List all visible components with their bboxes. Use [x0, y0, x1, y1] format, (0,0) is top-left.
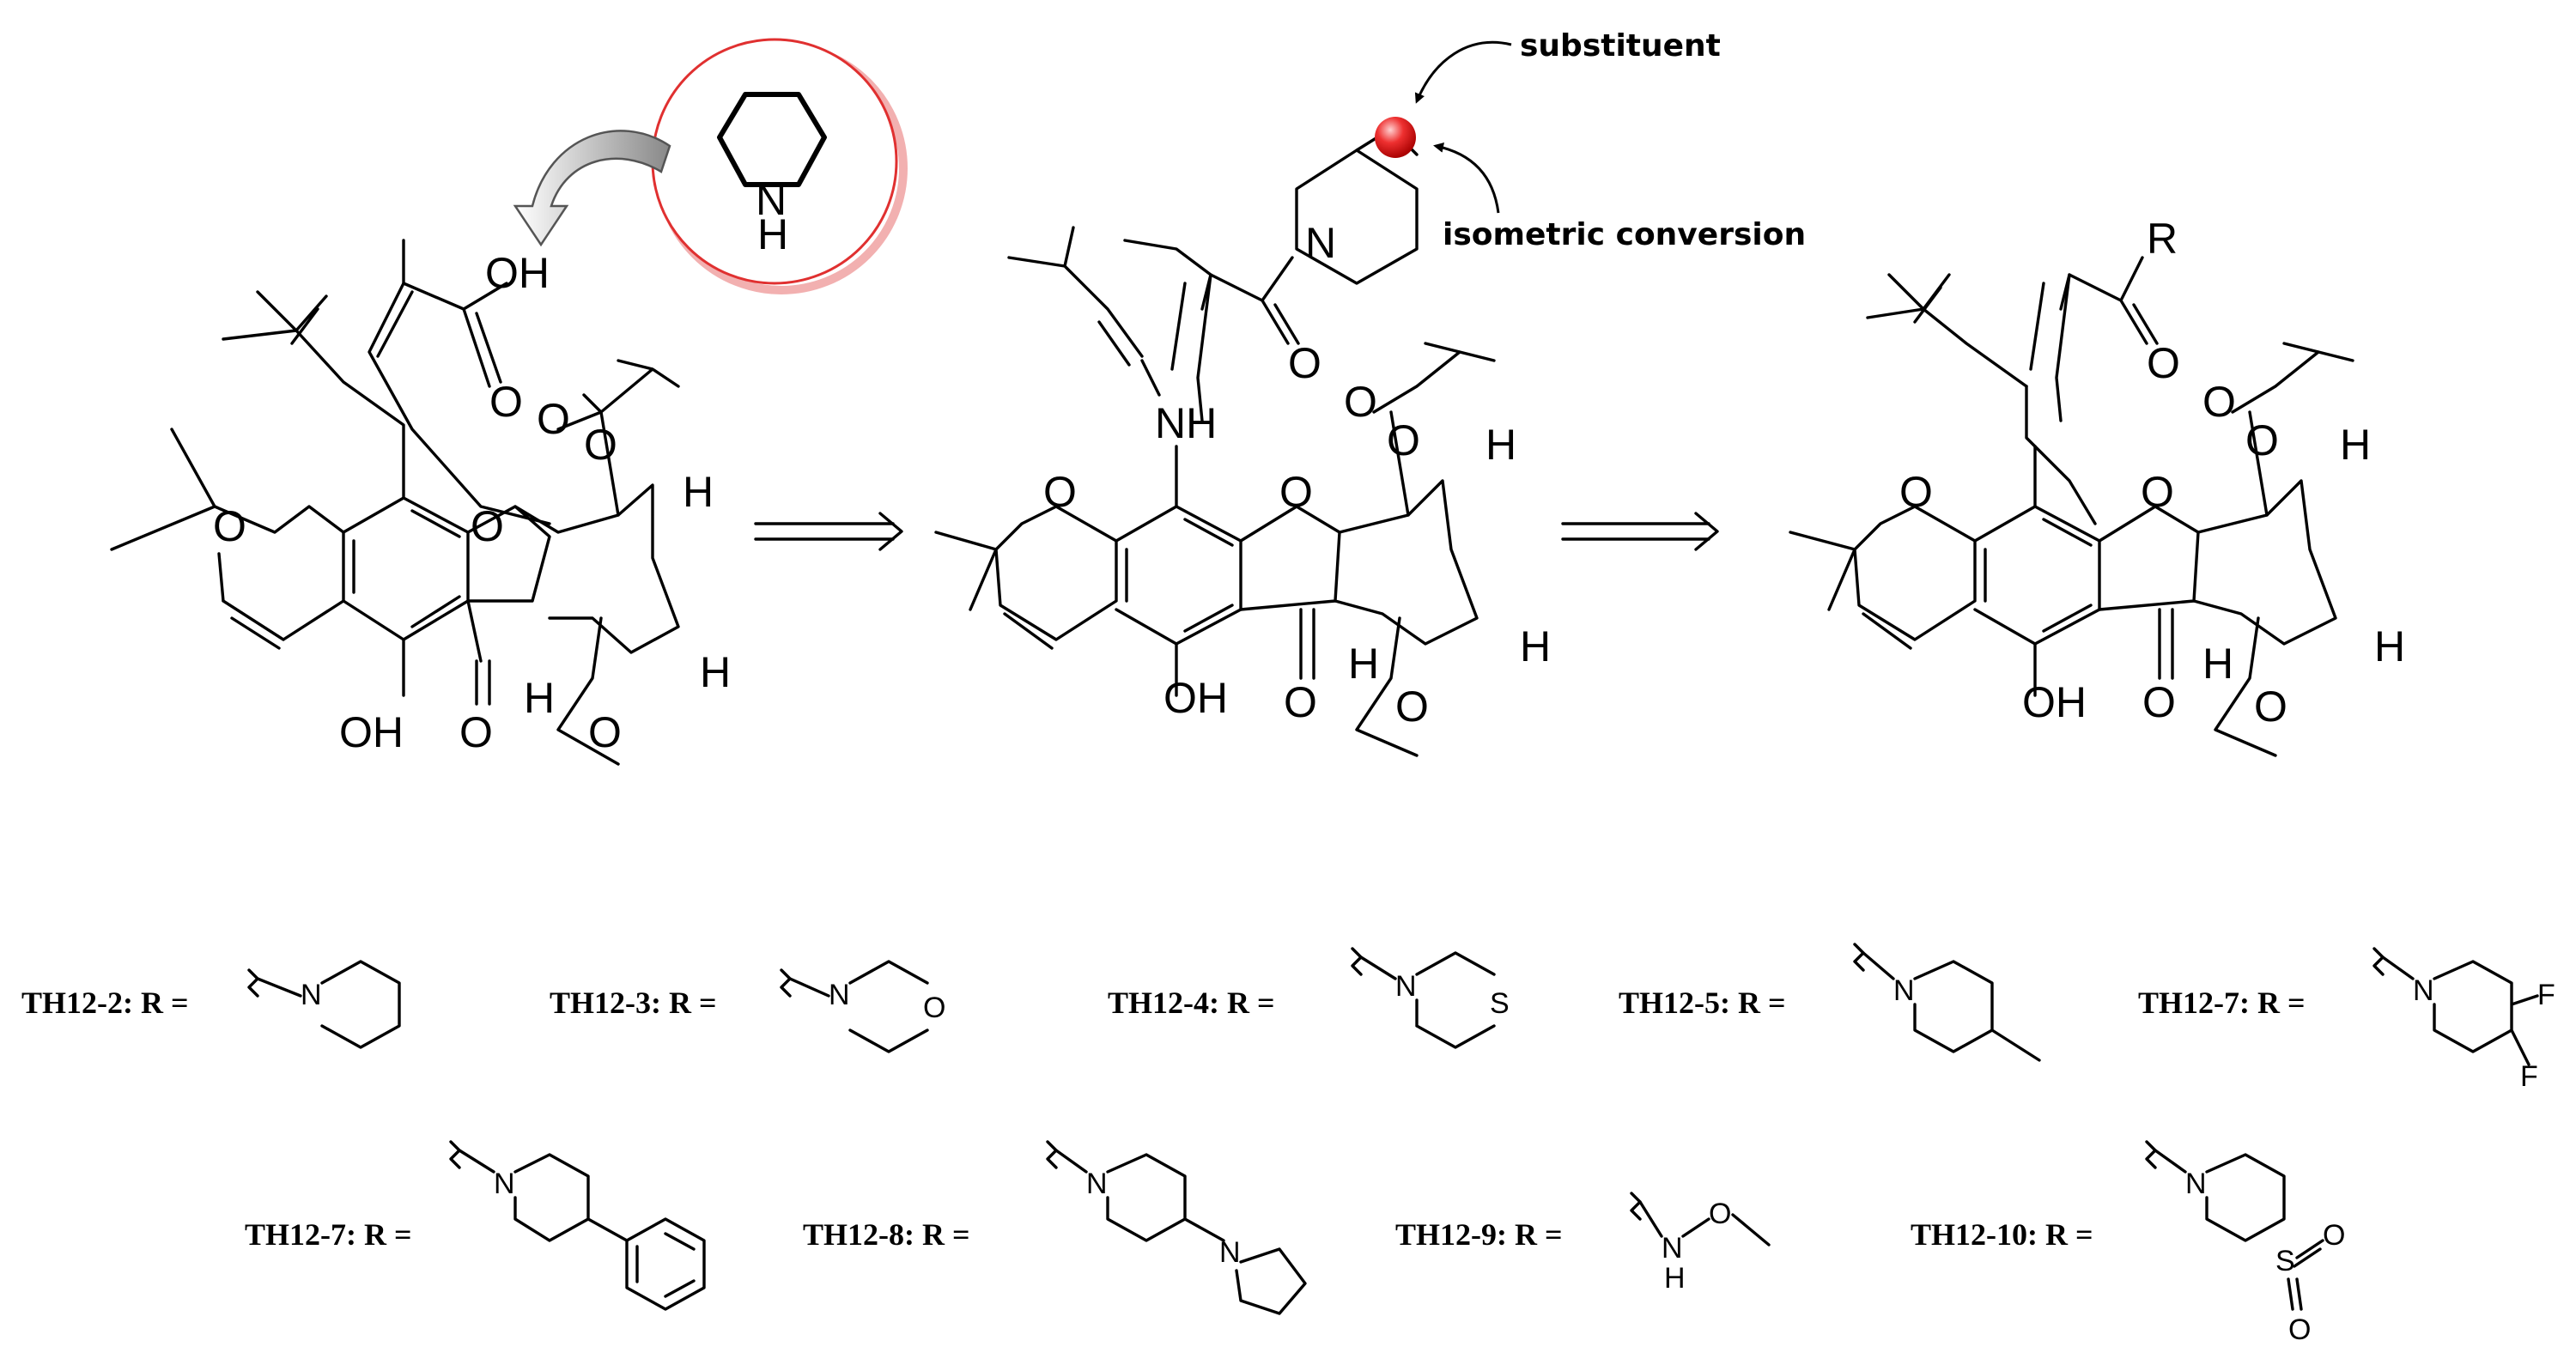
substituent-arrow: [1414, 40, 1512, 104]
lactone-carbonyl-oxygen-1: O: [584, 421, 617, 469]
n-atom-2: N: [1219, 1236, 1241, 1269]
lactone-carbonyl-oxygen-2: O: [1387, 416, 1420, 464]
f-atom-1: F: [2537, 979, 2555, 1011]
wavy-bond: [1046, 1140, 1058, 1169]
n-atom: N: [1662, 1232, 1683, 1265]
compound-label: TH12-9: R =: [1395, 1217, 1563, 1252]
pyran-oxygen: O: [213, 502, 246, 550]
r-group-label: R: [2147, 215, 2178, 263]
compound-label: TH12-3: R =: [550, 986, 717, 1020]
cage-h-3b: H: [2374, 622, 2405, 670]
methoxy-oxygen-1: O: [588, 708, 622, 756]
compound-label: TH12-8: R =: [803, 1217, 970, 1252]
reaction-arrow-1: [754, 512, 903, 551]
o-atom: O: [923, 992, 945, 1024]
compound-th12-4: TH12-4: R = N S: [1108, 947, 1510, 1049]
aniline-nh: NH: [1155, 399, 1217, 447]
lactone-oxygen-2: O: [1344, 378, 1377, 426]
wavy-bond: [780, 968, 792, 998]
n-atom: N: [1893, 974, 1915, 1007]
compound-th12-5: TH12-5: R = N: [1619, 943, 2041, 1062]
amide-n-label: N: [1305, 219, 1336, 267]
h-atom: H: [1664, 1262, 1686, 1295]
compound-label: TH12-7: R =: [245, 1217, 412, 1252]
compound-th12-3: TH12-3: R = N O: [550, 960, 945, 1053]
methoxy-oxygen-3: O: [2254, 682, 2287, 731]
compound-label: TH12-5: R =: [1619, 986, 1786, 1020]
n-atom: N: [301, 979, 322, 1011]
pyran-oxygen-3: O: [1899, 468, 1933, 516]
o-atom: O: [1709, 1198, 1731, 1230]
lactone-oxygen-3: O: [2202, 378, 2236, 426]
ketone-oxygen-3: O: [2142, 678, 2176, 726]
s-atom: S: [2275, 1245, 2295, 1277]
piperidine-reagent: N H: [717, 92, 827, 258]
lactone-oxygen-1: O: [537, 395, 570, 443]
structure-general-r: R O O OH O O O O H H H O: [1789, 215, 2405, 757]
pyran-oxygen-2: O: [1043, 468, 1077, 516]
cage-h-2b: H: [1520, 622, 1551, 670]
reaction-arrow-2: [1561, 512, 1719, 551]
n-atom: N: [829, 979, 850, 1011]
compound-th12-7b: TH12-7: R = N: [245, 1140, 706, 1311]
compound-label: TH12-4: R =: [1108, 986, 1275, 1020]
compound-label: TH12-10: R =: [1911, 1217, 2093, 1252]
wavy-bond: [449, 1140, 461, 1169]
xanthone-oxygen-3: O: [2141, 468, 2174, 516]
structure-amide-intermediate: N substituent isometric conversion O NH …: [934, 28, 1806, 757]
ketone-oxygen-1: O: [459, 708, 493, 756]
wavy-bond: [1853, 943, 1865, 972]
sulfonyl-o-2: O: [2288, 1313, 2311, 1346]
r-carbonyl-oxygen: O: [2147, 339, 2180, 387]
piperidine-n-label: N: [756, 176, 787, 224]
isometric-arrow: [1433, 142, 1500, 214]
phenol-oh-2: OH: [1163, 674, 1228, 722]
methoxy-oxygen-2: O: [1395, 682, 1429, 731]
cage-h-1c: H: [524, 674, 555, 722]
phenol-oh-3: OH: [2022, 678, 2087, 726]
cage-h-3a: H: [2340, 421, 2371, 469]
cage-h-3c: H: [2202, 640, 2233, 688]
compound-th12-7a: TH12-7: R = N F F: [2138, 947, 2555, 1093]
wavy-bond: [247, 968, 259, 998]
cage-h-2a: H: [1485, 421, 1516, 469]
lactone-carbonyl-oxygen-3: O: [2245, 416, 2279, 464]
isometric-conversion-annotation: isometric conversion: [1443, 217, 1806, 252]
curved-attack-arrow: [513, 130, 671, 247]
cage-h-1b: H: [700, 648, 731, 696]
cage-h-1a: H: [683, 468, 714, 516]
n-atom: N: [2185, 1168, 2207, 1200]
n-atom: N: [2413, 974, 2434, 1007]
n-atom-1: N: [1086, 1168, 1108, 1200]
compound-th12-2: TH12-2: R = N: [21, 960, 401, 1049]
amide-carbonyl-oxygen: O: [1288, 339, 1321, 387]
n-atom: N: [494, 1168, 515, 1200]
acid-oh: OH: [485, 249, 550, 297]
wavy-bond: [2145, 1140, 2157, 1169]
wavy-bond: [1630, 1192, 1642, 1221]
compound-label: TH12-7: R =: [2138, 986, 2306, 1020]
sulfonyl-o-1: O: [2323, 1219, 2345, 1252]
cage-h-2c: H: [1348, 640, 1379, 688]
wavy-bond: [1351, 947, 1363, 976]
s-atom: S: [1490, 987, 1510, 1020]
xanthone-oxygen-2: O: [1279, 468, 1313, 516]
acid-carbonyl-oxygen: O: [489, 378, 523, 426]
r-group-table: TH12-2: R = N TH12-3: R = N O TH12-4: R …: [21, 943, 2555, 1346]
ketone-oxygen-2: O: [1284, 678, 1317, 726]
compound-th12-9: TH12-9: R = N H O: [1395, 1192, 1771, 1295]
n-atom: N: [1395, 970, 1417, 1003]
f-atom-2: F: [2520, 1060, 2538, 1093]
phenol-oh-1: OH: [339, 708, 404, 756]
substituent-sphere: [1375, 117, 1416, 158]
wavy-bond: [2372, 947, 2385, 976]
substituent-annotation: substituent: [1520, 28, 1721, 64]
compound-th12-10: TH12-10: R = N S O O: [1911, 1140, 2345, 1346]
structure-gambogic-acid: N H O OH O O O O H H H O: [110, 38, 908, 766]
compound-label: TH12-2: R =: [21, 986, 189, 1020]
compound-th12-8: TH12-8: R = N N: [803, 1140, 1307, 1315]
piperidine-h-label: H: [757, 210, 788, 258]
